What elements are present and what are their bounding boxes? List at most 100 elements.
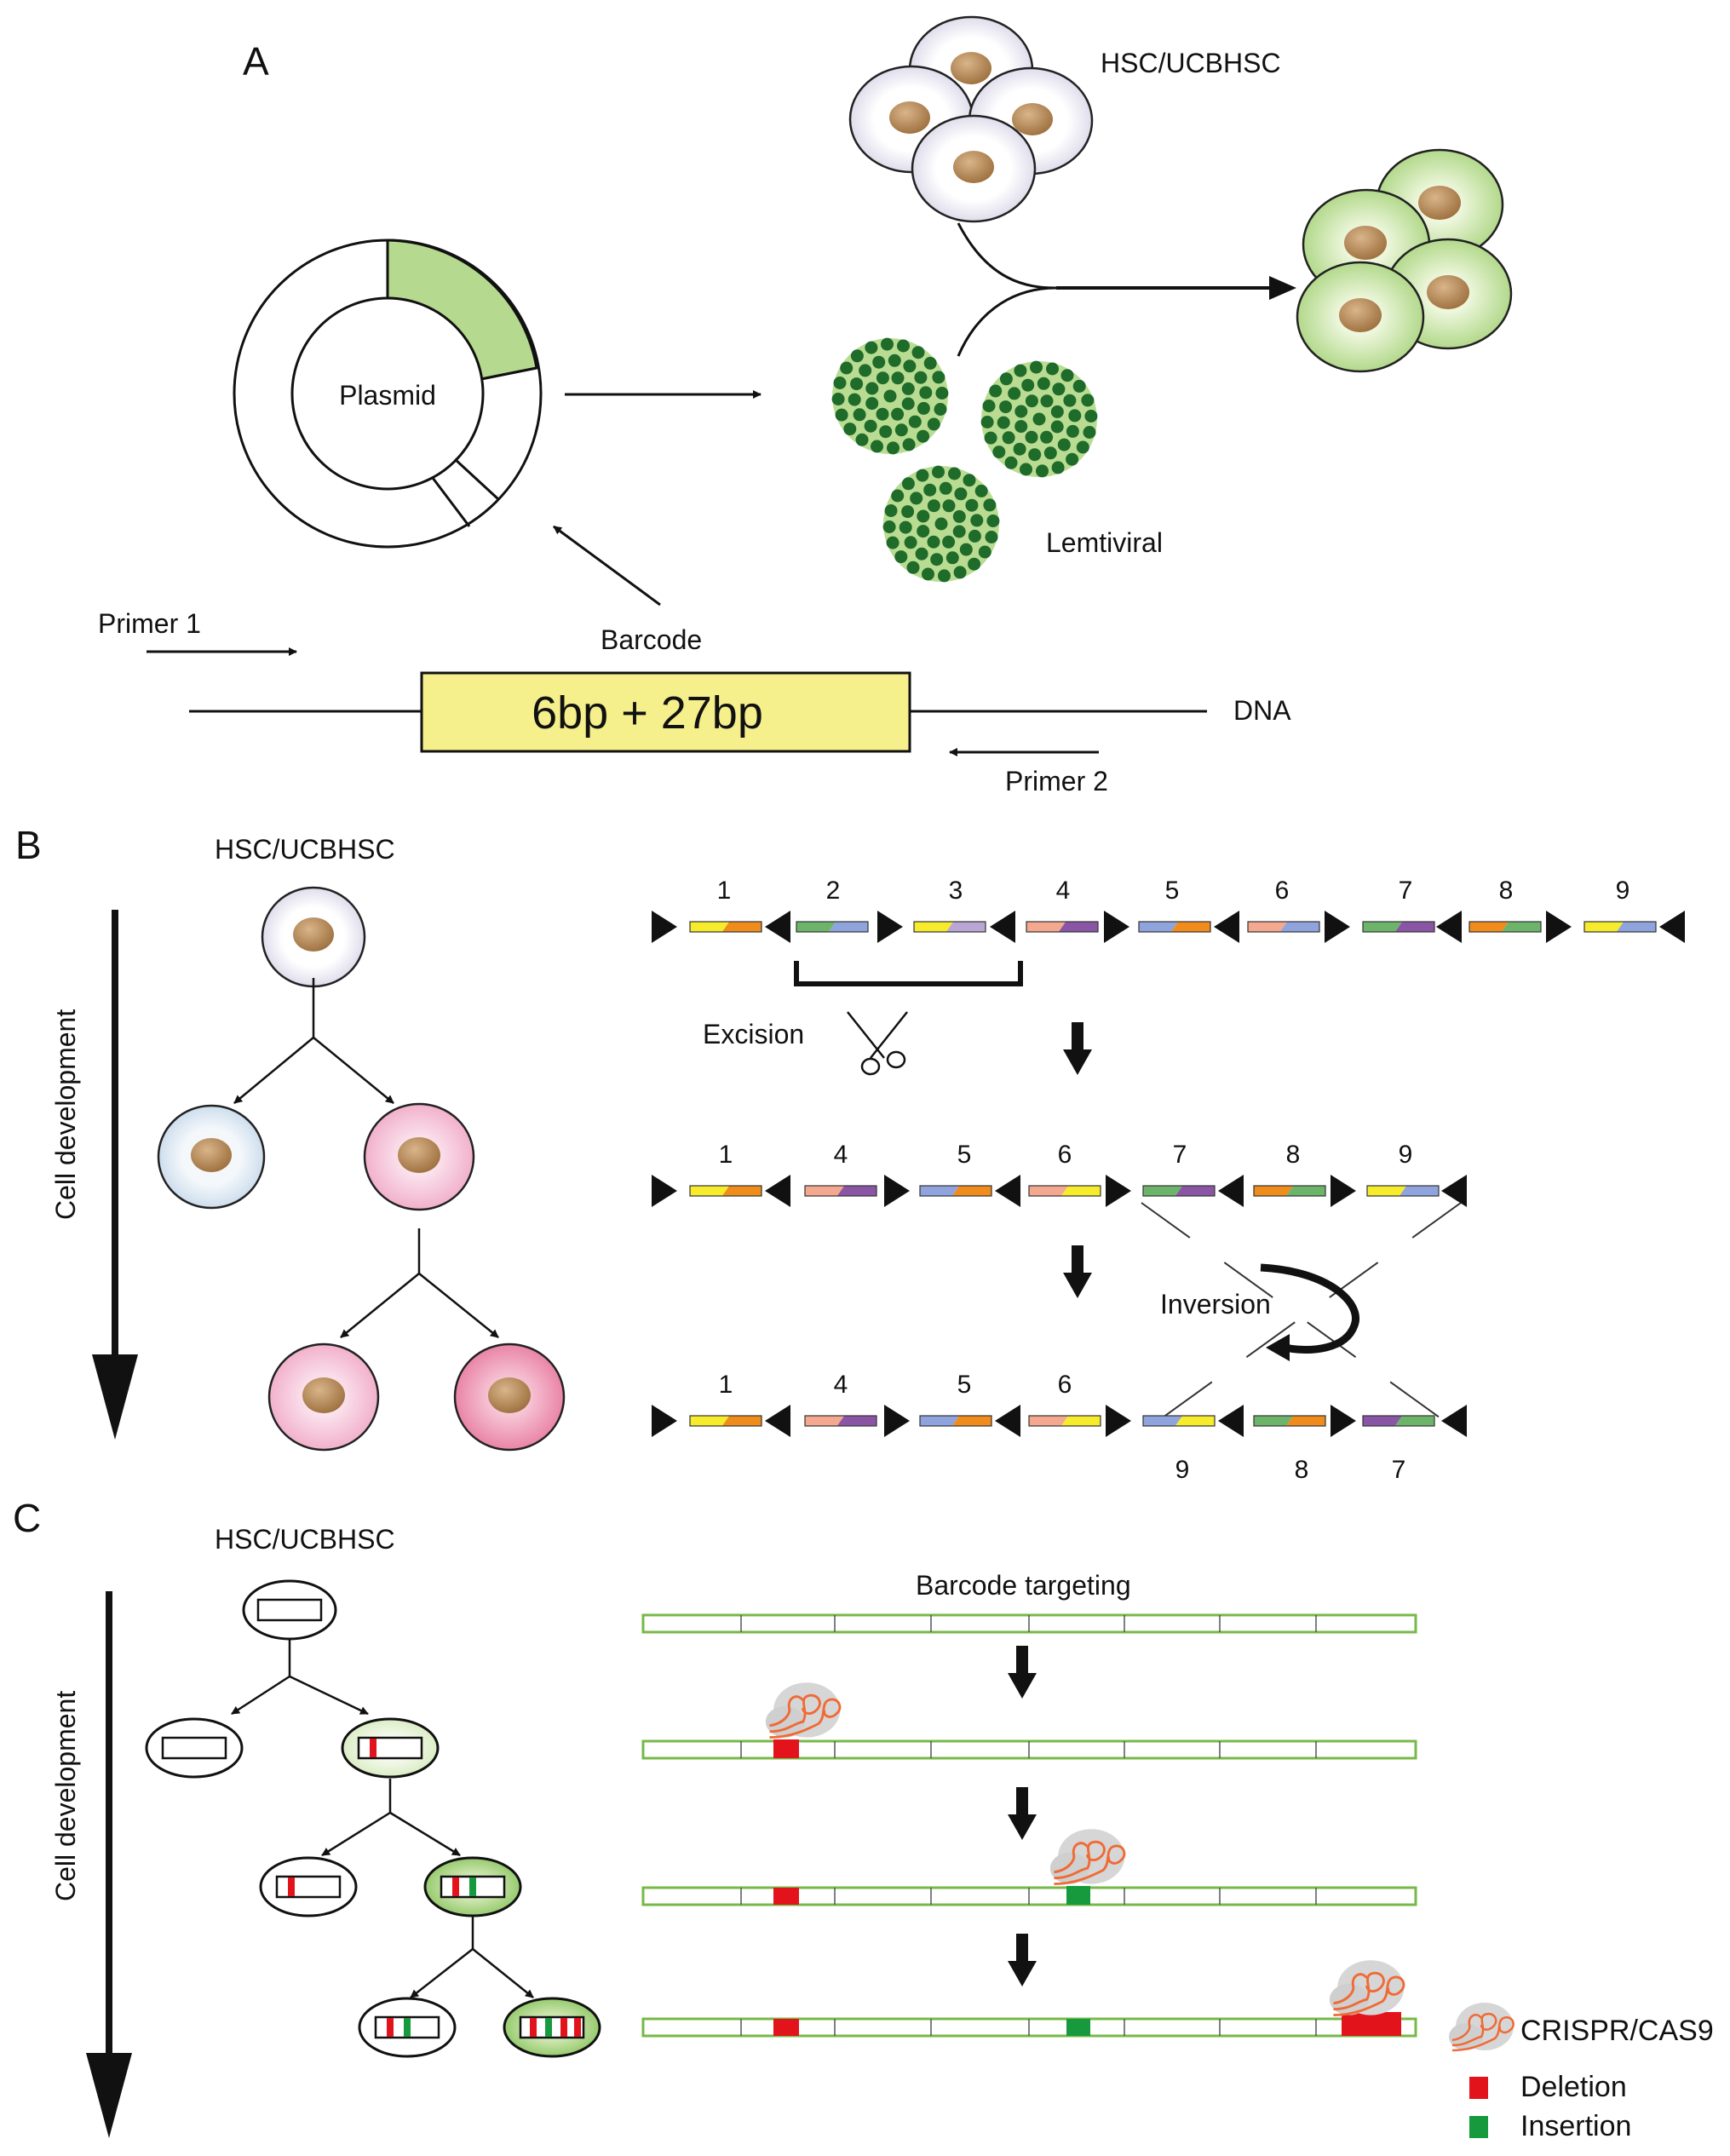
- cassette-number: 1: [719, 1141, 733, 1169]
- virus-dot: [911, 346, 925, 359]
- legend-crispr-label: CRISPR/CAS9: [1520, 2015, 1714, 2047]
- cassette-number: 2: [826, 877, 841, 905]
- hsc-cell: [911, 114, 1037, 223]
- lox-site-triangle: [1659, 911, 1685, 943]
- legend: CRISPR/CAS9 Deletion Insertion: [1449, 2003, 1714, 2142]
- barcode-segment: [689, 921, 762, 933]
- dna-label: DNA: [1233, 695, 1291, 726]
- step-arrow: [1008, 1787, 1037, 1840]
- barcode-segment: [1583, 921, 1657, 933]
- lox-site-triangle: [995, 1405, 1020, 1437]
- virus-dot: [833, 377, 847, 389]
- virus-dot: [1008, 387, 1021, 400]
- virus-dot: [1040, 394, 1054, 408]
- lox-site-triangle: [765, 1175, 790, 1207]
- virus-dot: [1072, 379, 1086, 393]
- virus-dot: [984, 431, 997, 445]
- cassette-number: 9: [1616, 877, 1630, 905]
- virus-dot: [934, 403, 947, 416]
- target-barcode-row: [641, 1613, 1417, 1634]
- virus-dot: [904, 536, 917, 549]
- virus-dot: [983, 498, 997, 512]
- virus-dot: [894, 423, 908, 437]
- virus-dot: [1002, 431, 1015, 445]
- lox-site-triangle: [995, 1175, 1020, 1207]
- panel-b-axis-arrowhead: [92, 1354, 138, 1440]
- virus-dot: [1063, 394, 1077, 407]
- lentiviral-particles: [831, 337, 1098, 583]
- virus-dot: [850, 377, 864, 391]
- cassette-row-excised: [652, 1175, 1467, 1207]
- virus-dot: [1083, 426, 1096, 439]
- inversion-rotate-icon: [1260, 1263, 1359, 1354]
- virus-dot: [914, 371, 928, 384]
- virus-dot: [1066, 424, 1079, 438]
- virus-particle: [882, 465, 1000, 583]
- cassette-number: 5: [1165, 877, 1180, 905]
- virus-particle: [980, 360, 1098, 478]
- stem-cell-barcode: [242, 1579, 337, 1641]
- virus-dot: [903, 359, 917, 373]
- virus-dot: [1050, 420, 1064, 434]
- lox-site-triangle: [652, 1175, 677, 1207]
- virus-dot: [1076, 440, 1089, 454]
- crispr-cas9-icon: [765, 1682, 842, 1739]
- insertion-mark: [1066, 1886, 1090, 1905]
- mature-cell-pink: [267, 1342, 380, 1452]
- virus-dot: [917, 401, 930, 415]
- virus-dot: [917, 429, 930, 443]
- barcode-segment: [804, 1415, 877, 1427]
- target-barcode-row: [641, 1829, 1417, 1906]
- virus-dot: [902, 438, 916, 451]
- progenitor-cell-blue: [157, 1104, 266, 1210]
- barcode-segment: [919, 1185, 992, 1197]
- virus-dot: [901, 477, 915, 491]
- lox-site-triangle: [1546, 911, 1572, 943]
- virus-dot: [935, 387, 949, 400]
- lox-site-triangle: [1441, 1175, 1467, 1207]
- barcode-segment: [1028, 1415, 1101, 1427]
- panel-c-letter: C: [13, 1496, 41, 1540]
- virus-dot: [968, 557, 981, 571]
- barcode-length-label: 6bp + 27bp: [532, 687, 763, 739]
- virus-dot: [1028, 448, 1042, 462]
- virus-dot: [882, 520, 896, 533]
- virus-dot: [891, 489, 905, 503]
- deletion-mark: [773, 1888, 799, 1905]
- cell-barcode-one-deletion: [341, 1717, 440, 1779]
- virus-dot: [915, 547, 928, 561]
- crispr-cas9-icon: [1049, 1829, 1126, 1886]
- inversion-rotate-arrowhead: [1266, 1334, 1290, 1361]
- virus-dot: [985, 531, 998, 543]
- virus-dot: [1040, 430, 1054, 444]
- progenitor-cell-pink: [363, 1102, 475, 1211]
- virus-dot: [1014, 420, 1028, 434]
- legend-crispr-icon: [1449, 2003, 1514, 2052]
- virus-dot: [897, 339, 910, 353]
- lox-site-triangle: [765, 1405, 790, 1437]
- virus-dot: [945, 551, 959, 565]
- virus-dot: [894, 550, 908, 564]
- barcode-segment: [689, 1185, 762, 1197]
- barcode-segment: [1138, 921, 1211, 933]
- panel-c-hsc-label: HSC/UCBHSC: [215, 1524, 395, 1555]
- barcode-label: Barcode: [601, 624, 702, 655]
- virus-dot: [1032, 412, 1046, 426]
- cell-barcode-deletion: [259, 1856, 358, 1917]
- virus-dot: [1081, 394, 1095, 407]
- stem-cell: [261, 886, 366, 988]
- lox-site-triangle: [1214, 911, 1239, 943]
- barcode-to-plasmid-arrow: [553, 525, 661, 607]
- panel-a-letter: A: [243, 39, 269, 83]
- cassette-number: 8: [1295, 1456, 1309, 1484]
- virus-dot: [848, 393, 861, 406]
- virus-particle: [831, 337, 949, 455]
- virus-dot: [1052, 382, 1066, 396]
- target-barcode-row: [641, 1960, 1417, 2038]
- virus-dot: [999, 372, 1013, 386]
- virus-dot: [910, 492, 923, 505]
- virus-dot: [927, 417, 940, 431]
